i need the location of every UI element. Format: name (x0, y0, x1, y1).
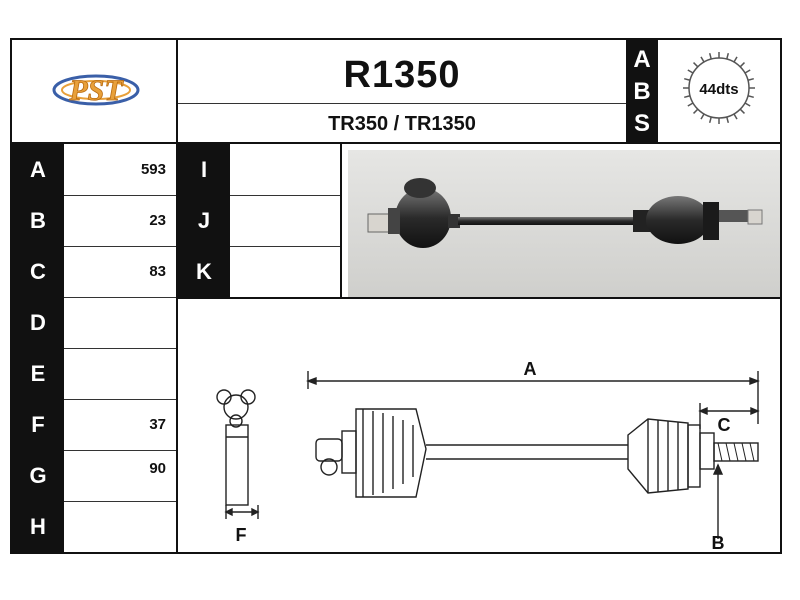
spec-label-g: G (12, 450, 64, 501)
dim-a-label: A (524, 359, 537, 379)
spec-value-i (230, 144, 340, 195)
spec-label-k: K (178, 246, 230, 297)
gear-icon: 44dts (683, 52, 755, 124)
abs-teeth-count: 44dts (699, 81, 738, 98)
spec-value-c: 83 (149, 263, 166, 280)
spec-label-f: F (12, 399, 64, 450)
tripod-joint (216, 389, 256, 506)
spec-label-c: C (12, 246, 64, 297)
dim-c-label: C (718, 415, 731, 435)
abs-letter-b: B (633, 78, 651, 105)
right-boot (627, 418, 701, 494)
spec-value-f: 37 (149, 416, 166, 433)
pst-logo: PST (52, 74, 140, 107)
dimension-diagram: F A (178, 299, 780, 553)
spec-label-b: B (12, 195, 64, 246)
left-boot (341, 408, 427, 498)
cross-references: TR350 / TR1350 (328, 113, 476, 135)
spec-sheet: PST R1350 TR350 / TR1350 A B S 44dts A 59… (10, 38, 782, 554)
spec-value-e (64, 348, 176, 399)
spec-label-i: I (178, 144, 230, 195)
abs-ring-cell: 44dts (658, 40, 780, 142)
spec-label-e: E (12, 348, 64, 399)
spec-value-g: 90 (149, 460, 166, 477)
spec-label-d: D (12, 297, 64, 348)
product-photo (348, 150, 780, 297)
logo-cell: PST (12, 40, 176, 142)
abs-letter-s: S (633, 110, 650, 137)
spec-value-a: 593 (140, 161, 166, 178)
part-number: R1350 (343, 54, 461, 96)
dim-f-label: F (236, 525, 247, 545)
logo-text: PST (68, 74, 124, 107)
spec-value-b: 23 (149, 212, 166, 229)
spec-label-a: A (12, 144, 64, 195)
spec-value-j (230, 195, 340, 246)
spec-label-h: H (12, 501, 64, 552)
abs-letter-a: A (633, 46, 651, 73)
abs-label: A B S (626, 40, 658, 142)
spec-label-j: J (178, 195, 230, 246)
spec-value-h (64, 501, 176, 552)
spec-value-d (64, 297, 176, 348)
dim-b-text: B (712, 533, 725, 552)
spec-value-k (230, 246, 340, 297)
